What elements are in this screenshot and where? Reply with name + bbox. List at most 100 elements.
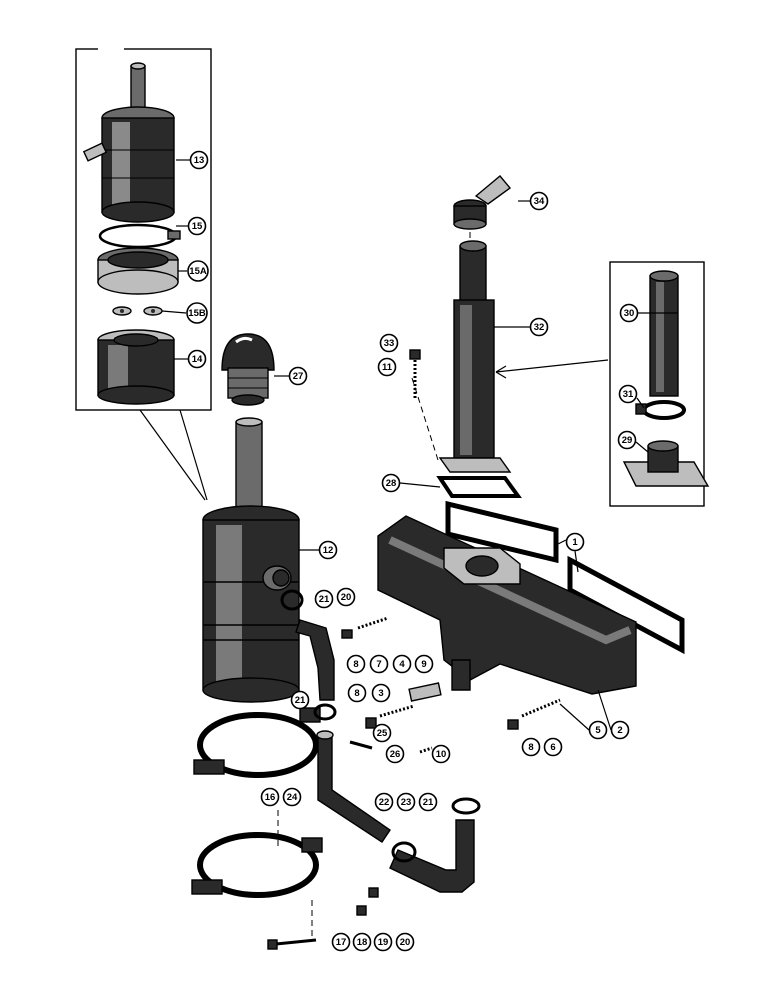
callout-c19: 19 [373,932,393,952]
callout-circle [373,932,393,952]
callout-c21a: 21 [314,589,334,609]
callout-circle [618,384,638,404]
callout-c28: 28 [381,473,401,493]
callout-c10: 10 [431,744,451,764]
callout-circle [288,366,308,386]
callout-number: 24 [287,792,298,803]
callout-c21b: 21 [290,690,310,710]
callout-circle [318,540,338,560]
part-16-mounting-band-lower [191,832,323,898]
callout-c20a: 20 [336,587,356,607]
callout-c22: 22 [374,792,394,812]
part-21-hose-clamp-upper [280,589,304,611]
callout-c2: 2 [610,720,630,740]
callout-circle [282,787,302,807]
callout-circle [619,303,639,323]
callout-number: 13 [194,155,205,166]
callout-circle [372,723,392,743]
callout-circle [431,744,451,764]
callout-circle [381,473,401,493]
callout-c6: 6 [543,737,563,757]
callout-c31: 31 [618,384,638,404]
callout-circle [371,683,391,703]
callout-number: 8 [353,659,358,670]
callout-number: 3 [378,688,383,699]
callout-circle [189,150,209,170]
callout-circle [331,932,351,952]
callout-number: 22 [379,797,390,808]
part-28-gasket [436,476,522,498]
callout-circle [617,430,637,450]
callout-number: 25 [377,728,388,739]
callout-circle [396,792,416,812]
callout-c23: 23 [396,792,416,812]
callout-number: 19 [378,937,389,948]
callout-number: 27 [293,371,304,382]
callout-number: 1 [572,537,578,548]
callout-c17: 17 [331,932,351,952]
callout-circle [588,720,608,740]
callout-c8b: 8 [347,683,367,703]
callout-c15a: 15A [187,260,209,282]
callout-circle [374,792,394,812]
callout-number: 18 [357,937,368,948]
callout-number: 16 [265,792,276,803]
part-31-clamp [635,400,686,420]
part-22-pipe [313,703,391,843]
callout-number: 20 [400,937,411,948]
part-16-mounting-band-upper [193,707,321,778]
callout-number: 15B [188,308,206,319]
part-12-air-cleaner-body [202,417,300,703]
callout-c7: 7 [369,654,389,674]
callout-circle [186,302,208,324]
callout-leaders [161,159,678,731]
callout-c13: 13 [189,150,209,170]
callout-c15b: 15B [186,302,208,324]
callout-c8a: 8 [346,654,366,674]
callout-circle [290,690,310,710]
callout-circle [610,720,630,740]
callout-number: 6 [550,742,555,753]
callout-number: 28 [386,478,397,489]
part-33-11-bolt [409,349,421,398]
callout-number: 7 [376,659,381,670]
callout-circle [521,737,541,757]
callout-circle [379,333,399,353]
callout-circle [529,317,549,337]
callout-circle [543,737,563,757]
part-2-manifold [377,515,637,695]
callout-number: 14 [192,354,203,365]
part-20-hose-upper [295,619,335,701]
callout-c14: 14 [187,349,207,369]
callout-c21c: 21 [418,792,438,812]
callout-number: 9 [421,659,426,670]
callout-number: 2 [617,725,622,736]
callout-circle [385,744,405,764]
part-15b-wing-nuts [112,306,163,316]
callout-c24: 24 [282,787,302,807]
exhaust-inset [609,261,705,507]
callout-circle [187,216,207,236]
callout-number: 33 [384,338,395,349]
callout-circle [418,792,438,812]
air-cleaner-inset [75,47,212,411]
callout-circle [336,587,356,607]
callout-c15: 15 [187,216,207,236]
callout-c9: 9 [414,654,434,674]
callout-number: 17 [336,937,347,948]
callout-c11: 11 [377,357,397,377]
callout-c30: 30 [619,303,639,323]
callout-number: 20 [341,592,352,603]
callout-number: 15A [189,266,207,277]
callout-c5: 5 [588,720,608,740]
callout-number: 21 [319,594,330,605]
callout-number: 34 [534,196,545,207]
callout-number: 8 [528,742,533,753]
callout-c3: 3 [371,683,391,703]
callout-c20b: 20 [395,932,415,952]
small-hardware-right [507,698,561,730]
callout-c34: 34 [529,191,549,211]
callout-number: 23 [401,797,412,808]
callout-c4: 4 [392,654,412,674]
